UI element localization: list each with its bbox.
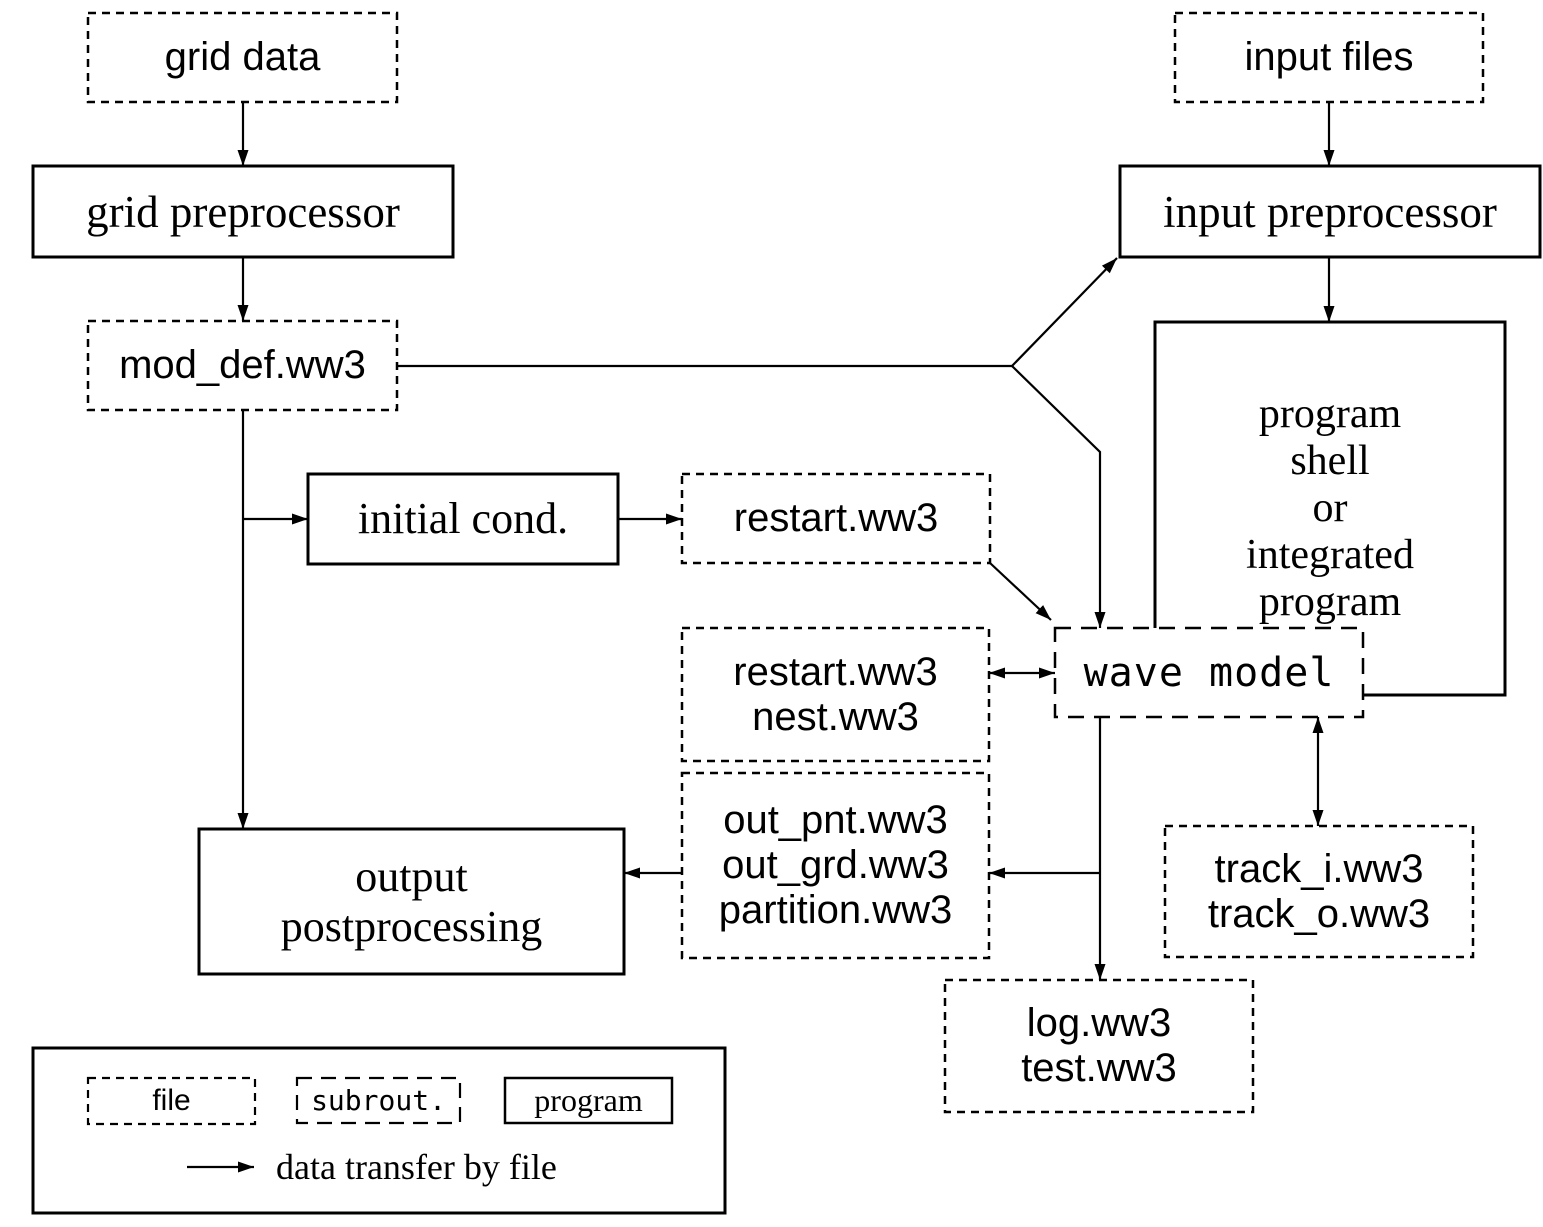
wave-model-box (1053, 626, 1365, 719)
input-preprocessor-box (1118, 164, 1542, 259)
input-files-box (1173, 11, 1485, 104)
out-files-box (680, 771, 991, 960)
legend-file-box (86, 1076, 257, 1126)
edge-restart-to-wave-model (989, 562, 1052, 621)
legend-subroutine-box (295, 1076, 462, 1125)
legend-program-box (503, 1076, 674, 1125)
edge-junction-to-wave-model (1011, 365, 1106, 628)
track-files-box (1163, 824, 1475, 959)
output-postprocessing-box (197, 827, 626, 976)
grid-preprocessor-box (31, 164, 455, 259)
initial-cond-box (306, 472, 620, 566)
grid-data-box (86, 11, 399, 104)
log-test-box (943, 978, 1255, 1114)
restart-box (680, 472, 992, 565)
legend-box (31, 1046, 727, 1215)
edge-junction-to-input-preprocessor (1011, 257, 1118, 367)
restart-nest-box (680, 626, 991, 763)
mod-def-box (86, 319, 399, 412)
